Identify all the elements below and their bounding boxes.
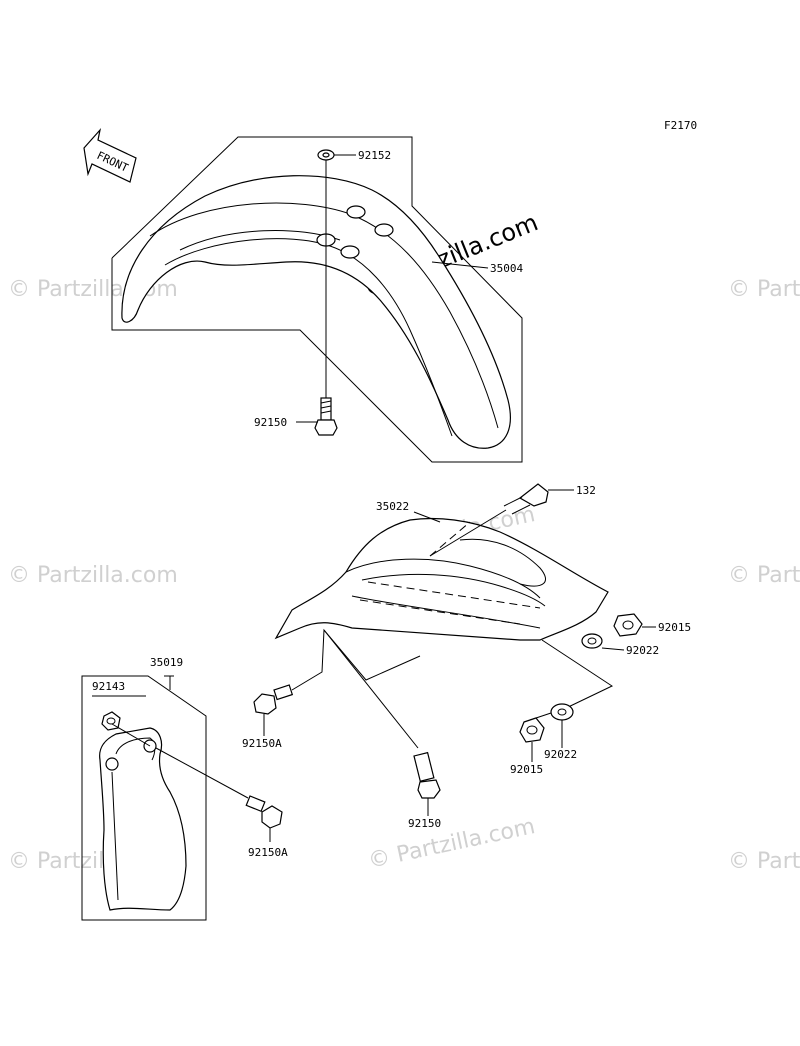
label-92015-low: 92015 (510, 763, 543, 776)
mud-flap-35019 (99, 727, 187, 911)
leader-92022-right (601, 647, 625, 651)
axis-line-mudflap-bolt (155, 747, 249, 799)
watermark-center-low: © Partzilla.com (366, 814, 537, 874)
label-92150A-low: 92150A (248, 846, 288, 859)
front-arrow-icon: FRONT (83, 127, 137, 183)
axis-line-132 (429, 509, 507, 557)
label-35019: 35019 (150, 656, 183, 669)
mud-flap-group-outline (81, 675, 207, 921)
leader-35004 (431, 261, 489, 269)
label-92143: 92143 (92, 680, 125, 693)
washer-92022-low (550, 703, 574, 721)
nut-92015-right (613, 613, 643, 637)
watermark-right-low: © Partzilla.com (728, 849, 800, 874)
bolt-132 (503, 483, 549, 515)
leader-35022 (413, 511, 441, 523)
axis-line-mudflap-top (111, 723, 151, 747)
axis-line-rear-right (541, 639, 614, 711)
rear-fender-35022 (274, 517, 609, 641)
label-92150-low: 92150 (408, 817, 441, 830)
bolt-92150A-low (245, 795, 283, 829)
washer-92152 (317, 149, 335, 161)
label-92022-right: 92022 (626, 644, 659, 657)
front-fender-35004 (121, 175, 511, 449)
washer-92022-right (581, 633, 603, 649)
label-35004: 35004 (490, 262, 523, 275)
watermark-left-mid: © Partzilla.com (8, 563, 178, 588)
watermark-right-top: © Partzilla.com (728, 277, 800, 302)
label-92150-top: 92150 (254, 416, 287, 429)
label-132: 132 (576, 484, 596, 497)
nut-92015-low (519, 717, 545, 743)
front-fender-group-outline (111, 136, 523, 463)
axis-line-rear-bottom (323, 629, 419, 749)
watermark-right-mid: © Partzilla.com (728, 563, 800, 588)
bolt-92150-low (413, 751, 441, 799)
bolt-92150-top (314, 397, 338, 436)
figure-code: F2170 (664, 119, 697, 132)
label-92150A-mid: 92150A (242, 737, 282, 750)
label-92022-low: 92022 (544, 748, 577, 761)
label-92152: 92152 (358, 149, 391, 162)
axis-line-rear-left (291, 628, 421, 691)
bolt-92150A-mid (253, 684, 294, 715)
label-92015-right: 92015 (658, 621, 691, 634)
label-35022: 35022 (376, 500, 409, 513)
